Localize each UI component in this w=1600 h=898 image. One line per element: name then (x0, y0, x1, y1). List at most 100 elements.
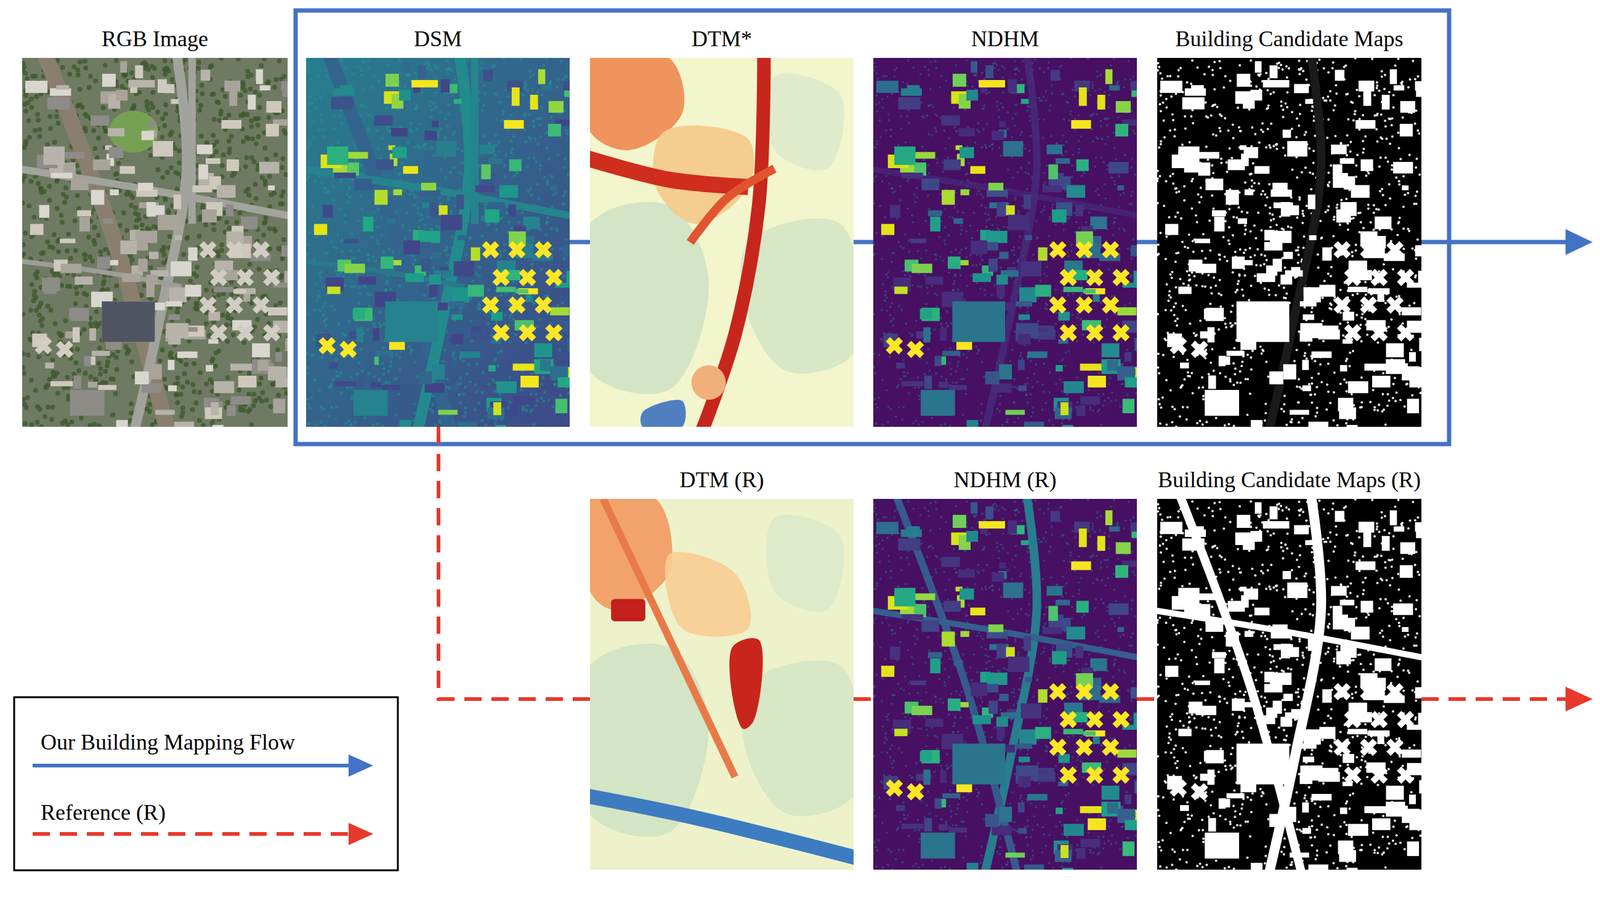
tree-dot (252, 116, 258, 122)
tree-dot (397, 59, 401, 63)
tree-dot (306, 397, 310, 401)
tree-dot (307, 142, 312, 146)
tree-dot (54, 206, 60, 212)
tree-dot (161, 376, 167, 382)
tree-dot (445, 245, 449, 249)
tree-dot (273, 76, 279, 82)
tree-dot (456, 382, 460, 386)
tree-dot (387, 369, 391, 373)
tree-dot (101, 105, 106, 111)
tree-dot (493, 421, 497, 425)
tree-dot (344, 65, 348, 69)
tree-dot (275, 392, 281, 398)
image-panel: DSM (306, 19, 570, 427)
tree-dot (532, 119, 536, 123)
tree-dot (323, 424, 327, 427)
building (197, 144, 214, 155)
tree-dot (452, 351, 456, 355)
tree-dot (529, 137, 533, 141)
tree-dot (375, 238, 379, 243)
tree-dot (504, 291, 508, 295)
tree-dot (445, 253, 449, 257)
tree-dot (359, 291, 363, 295)
tree-dot (197, 216, 203, 222)
tree-dot (33, 387, 39, 393)
tree-dot (262, 219, 268, 225)
tree-dot (508, 376, 512, 380)
building (198, 164, 209, 180)
cross-building (262, 268, 281, 286)
building (285, 338, 288, 352)
building (136, 189, 158, 198)
tree-dot (22, 242, 26, 247)
tree-dot (410, 349, 414, 353)
tree-dot (495, 227, 499, 231)
tree-dot (350, 232, 354, 236)
tree-dot (464, 253, 469, 257)
tree-dot (335, 370, 339, 374)
tree-dot (151, 224, 157, 230)
tree-dot (431, 409, 435, 413)
building (145, 274, 158, 285)
building (107, 128, 125, 137)
tree-dot (311, 135, 315, 139)
building (275, 352, 283, 363)
tree-dot (199, 83, 205, 89)
tree-dot (412, 254, 416, 258)
tree-dot (384, 105, 388, 110)
tree-dot (509, 139, 514, 143)
tree-dot (408, 351, 413, 355)
tree-dot (29, 282, 35, 287)
tree-dot (381, 346, 385, 350)
tree-dot (82, 252, 88, 258)
cross-building (210, 268, 228, 286)
tree-dot (452, 130, 456, 134)
tree-dot (254, 317, 260, 323)
tree-dot (307, 109, 312, 113)
tree-dot (350, 397, 354, 401)
tree-dot (413, 145, 417, 150)
building (210, 402, 219, 416)
tree-dot (200, 423, 206, 427)
building (73, 375, 82, 390)
building (141, 130, 154, 140)
tree-dot (64, 375, 70, 380)
building (38, 205, 50, 219)
tree-dot (47, 113, 53, 119)
building (115, 89, 128, 101)
tree-dot (26, 203, 32, 209)
tree-dot (48, 307, 54, 313)
tree-dot (349, 423, 353, 427)
tree-dot (75, 72, 81, 78)
tree-dot (180, 384, 186, 390)
tree-dot (225, 315, 231, 321)
cross-building (210, 323, 228, 342)
building (267, 307, 287, 316)
tree-dot (308, 405, 312, 409)
tree-dot (528, 75, 532, 79)
tree-dot (161, 260, 167, 266)
tree-dot (185, 318, 191, 324)
tree-dot (538, 168, 542, 172)
tree-dot (96, 232, 102, 238)
tree-dot (97, 249, 103, 255)
tree-dot (160, 247, 166, 253)
tree-dot (359, 68, 363, 72)
tree-dot (331, 198, 335, 203)
cross-building (226, 240, 244, 259)
tree-dot (319, 94, 323, 98)
building (62, 152, 85, 159)
tree-dot (256, 381, 262, 387)
tree-dot (203, 381, 209, 387)
tree-dot (264, 80, 270, 86)
tree-dot (254, 122, 260, 128)
tree-dot (176, 171, 182, 177)
tree-dot (510, 226, 514, 230)
tree-dot (416, 211, 421, 215)
building (281, 81, 288, 91)
building (146, 202, 156, 217)
tree-dot (129, 194, 135, 200)
tree-dot (35, 112, 41, 118)
tree-dot (161, 123, 167, 129)
tree-dot (394, 413, 398, 417)
